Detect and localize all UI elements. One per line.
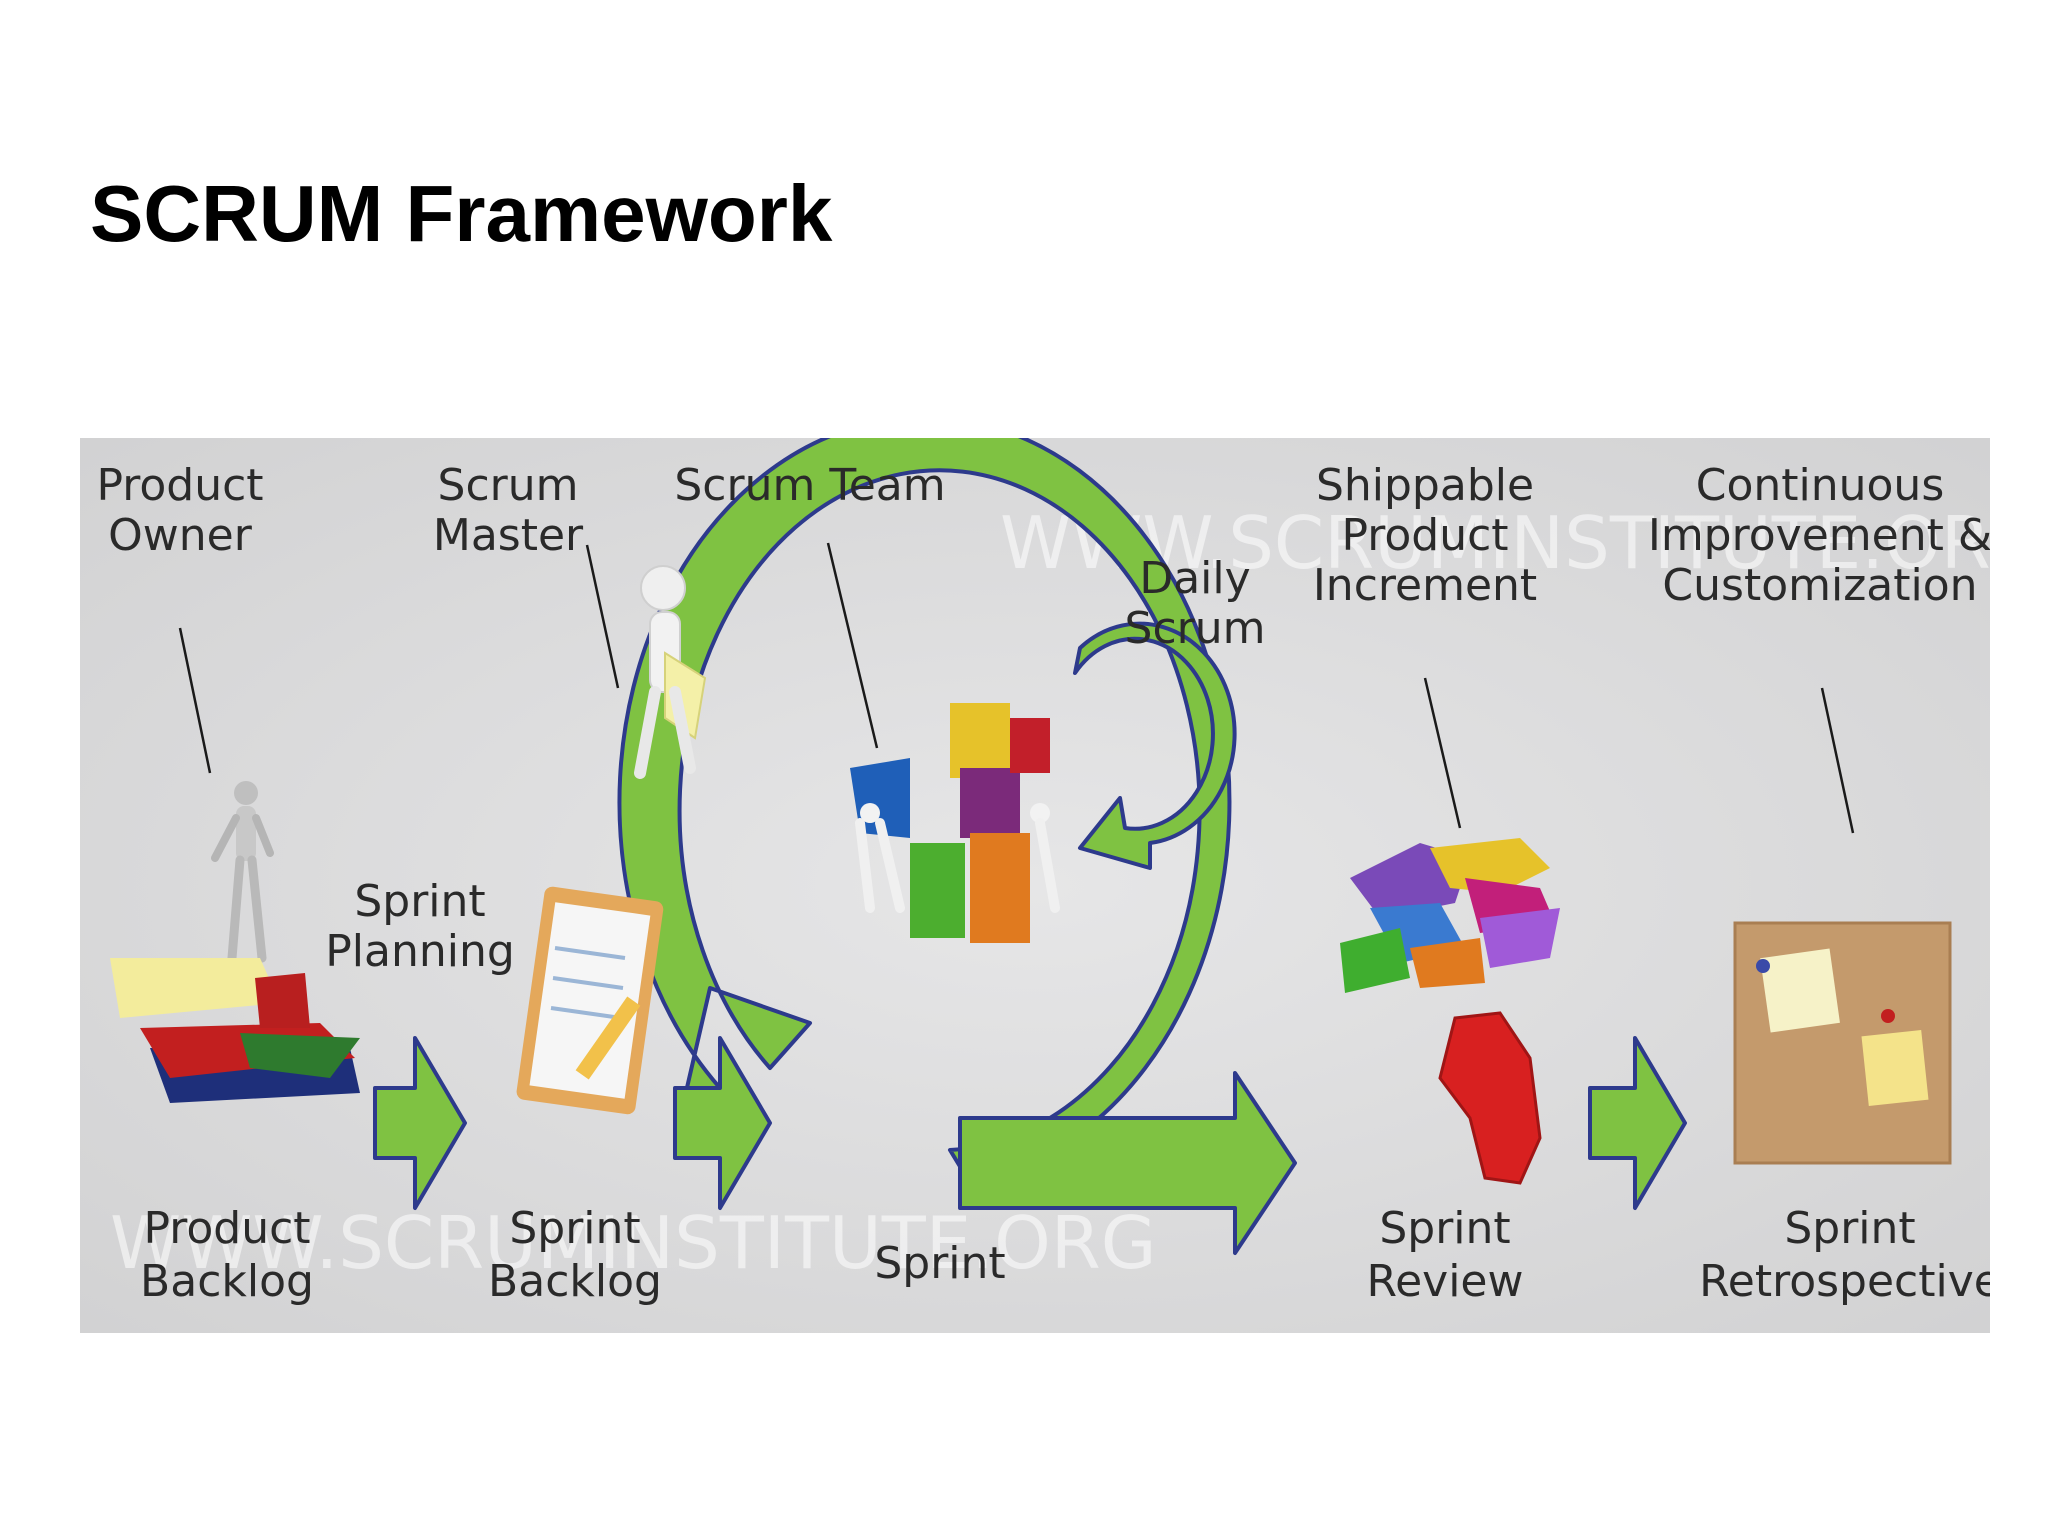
red-puzzle-icon — [1438, 1011, 1542, 1185]
scrum-diagram: WWW.SCRUMINSTITUTE.ORG WWW.SCRUMINSTITUT… — [80, 438, 1990, 1333]
label-product-owner-1: Product — [96, 460, 263, 511]
label-scrum-master-1: Scrum — [438, 460, 579, 511]
scrum-diagram-svg: WWW.SCRUMINSTITUTE.ORG WWW.SCRUMINSTITUT… — [80, 438, 1990, 1333]
label-shippable-increment-3: Increment — [1313, 560, 1537, 611]
label-sprint-retrospective-2: Retrospective — [1699, 1256, 1990, 1307]
scrum-master-figure-icon — [634, 565, 707, 779]
clipboard-icon — [516, 886, 664, 1115]
corkboard-icon — [1733, 921, 1952, 1165]
label-shippable-increment-2: Product — [1341, 510, 1508, 561]
slide-title: SCRUM Framework — [90, 169, 833, 258]
label-sprint-backlog-1: Sprint — [509, 1203, 640, 1254]
team-puzzle-icon — [850, 703, 1060, 943]
label-sprint-backlog-2: Backlog — [488, 1256, 662, 1307]
label-continuous-improvement-1: Continuous — [1696, 460, 1945, 511]
product-owner-figure-icon — [211, 781, 274, 963]
watermark-bottom: WWW.SCRUMINSTITUTE.ORG — [110, 1201, 1157, 1285]
label-daily-scrum-1: Daily — [1139, 553, 1250, 604]
label-continuous-improvement-2: Improvement & — [1648, 510, 1990, 561]
label-sprint-retrospective-1: Sprint — [1784, 1203, 1915, 1254]
step-arrow-2 — [673, 1036, 772, 1210]
label-sprint-planning-2: Planning — [325, 926, 515, 977]
puzzle-pieces-icon — [1340, 838, 1560, 993]
label-scrum-master-2: Master — [433, 510, 584, 561]
label-sprint-review-1: Sprint — [1379, 1203, 1510, 1254]
daily-scrum-loop-arrow — [1073, 621, 1237, 870]
callout-lines — [178, 542, 1855, 834]
label-continuous-improvement-3: Customization — [1662, 560, 1977, 611]
label-product-backlog-2: Backlog — [140, 1256, 314, 1307]
label-shippable-increment-1: Shippable — [1316, 460, 1534, 511]
label-daily-scrum-2: Scrum — [1125, 603, 1266, 654]
sprint-output-arrow — [958, 1071, 1297, 1255]
step-arrow-3 — [1588, 1036, 1687, 1210]
label-product-owner-2: Owner — [108, 510, 253, 561]
label-scrum-team: Scrum Team — [674, 460, 945, 511]
puzzle-stack-icon — [110, 958, 360, 1103]
label-sprint-review-2: Review — [1367, 1256, 1524, 1307]
step-arrow-1 — [373, 1036, 467, 1210]
label-product-backlog-1: Product — [143, 1203, 310, 1254]
label-sprint: Sprint — [874, 1238, 1005, 1289]
label-sprint-planning-1: Sprint — [354, 876, 485, 927]
